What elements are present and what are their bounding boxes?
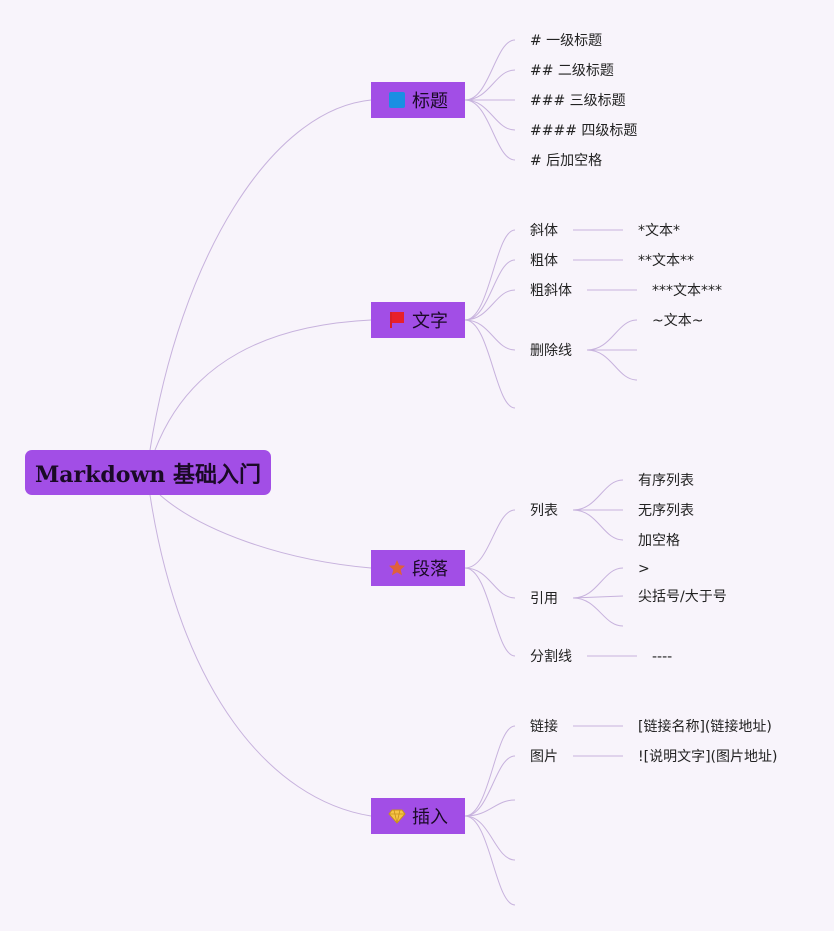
text-style-syntax[interactable]: **文本** bbox=[638, 253, 694, 269]
insert-syntax[interactable]: [链接名称](链接地址) bbox=[638, 719, 772, 735]
branch-label: 段落 bbox=[412, 559, 448, 580]
text-style-item[interactable]: 粗斜体 bbox=[530, 283, 572, 299]
insert-item[interactable]: 链接 bbox=[530, 719, 558, 735]
text-style-item[interactable]: 粗体 bbox=[530, 253, 558, 269]
red-flag-icon bbox=[390, 312, 404, 328]
paragraph-subitem[interactable]: 无序列表 bbox=[638, 503, 694, 519]
paragraph-item[interactable]: 列表 bbox=[530, 503, 558, 519]
heading-item[interactable]: ## 二级标题 bbox=[530, 63, 614, 79]
root-node[interactable]: Markdown 基础入门 bbox=[25, 450, 271, 495]
insert-syntax[interactable]: ![说明文字](图片地址) bbox=[638, 749, 778, 765]
paragraph-subitem[interactable]: ---- bbox=[652, 649, 673, 665]
text-style-item[interactable]: 删除线 bbox=[530, 343, 572, 359]
root-title: Markdown 基础入门 bbox=[34, 461, 262, 488]
branch-node-insert[interactable]: 插入 bbox=[371, 798, 465, 834]
branch-node-text[interactable]: 文字 bbox=[371, 302, 465, 338]
heading-item[interactable]: #### 四级标题 bbox=[530, 123, 638, 139]
paragraph-subitem[interactable]: > bbox=[638, 561, 650, 577]
paragraph-item[interactable]: 分割线 bbox=[530, 649, 572, 665]
text-style-item[interactable]: 斜体 bbox=[530, 223, 558, 239]
text-style-syntax[interactable]: ~文本~ bbox=[652, 313, 704, 329]
star-icon bbox=[389, 560, 405, 576]
paragraph-item[interactable]: 引用 bbox=[530, 591, 558, 607]
branch-label: 标题 bbox=[412, 91, 448, 112]
paragraph-subitem[interactable]: 尖括号/大于号 bbox=[638, 589, 727, 605]
branch-label: 插入 bbox=[412, 807, 448, 828]
diamond-icon bbox=[388, 809, 406, 824]
text-style-syntax[interactable]: ***文本*** bbox=[652, 283, 722, 299]
text-style-syntax[interactable]: *文本* bbox=[638, 223, 680, 239]
branch-node-headings[interactable]: 标题 bbox=[371, 82, 465, 118]
heading-item[interactable]: ### 三级标题 bbox=[530, 93, 626, 109]
paragraph-subitem[interactable]: 加空格 bbox=[638, 533, 680, 549]
paragraph-subitem[interactable]: 有序列表 bbox=[638, 473, 694, 489]
heading-item[interactable]: # 后加空格 bbox=[530, 153, 603, 169]
heading-item[interactable]: # 一级标题 bbox=[530, 33, 603, 49]
branch-node-paragraph[interactable]: 段落 bbox=[371, 550, 465, 586]
insert-item[interactable]: 图片 bbox=[530, 749, 558, 765]
blue-square-icon bbox=[389, 92, 405, 108]
branch-label: 文字 bbox=[412, 311, 448, 332]
